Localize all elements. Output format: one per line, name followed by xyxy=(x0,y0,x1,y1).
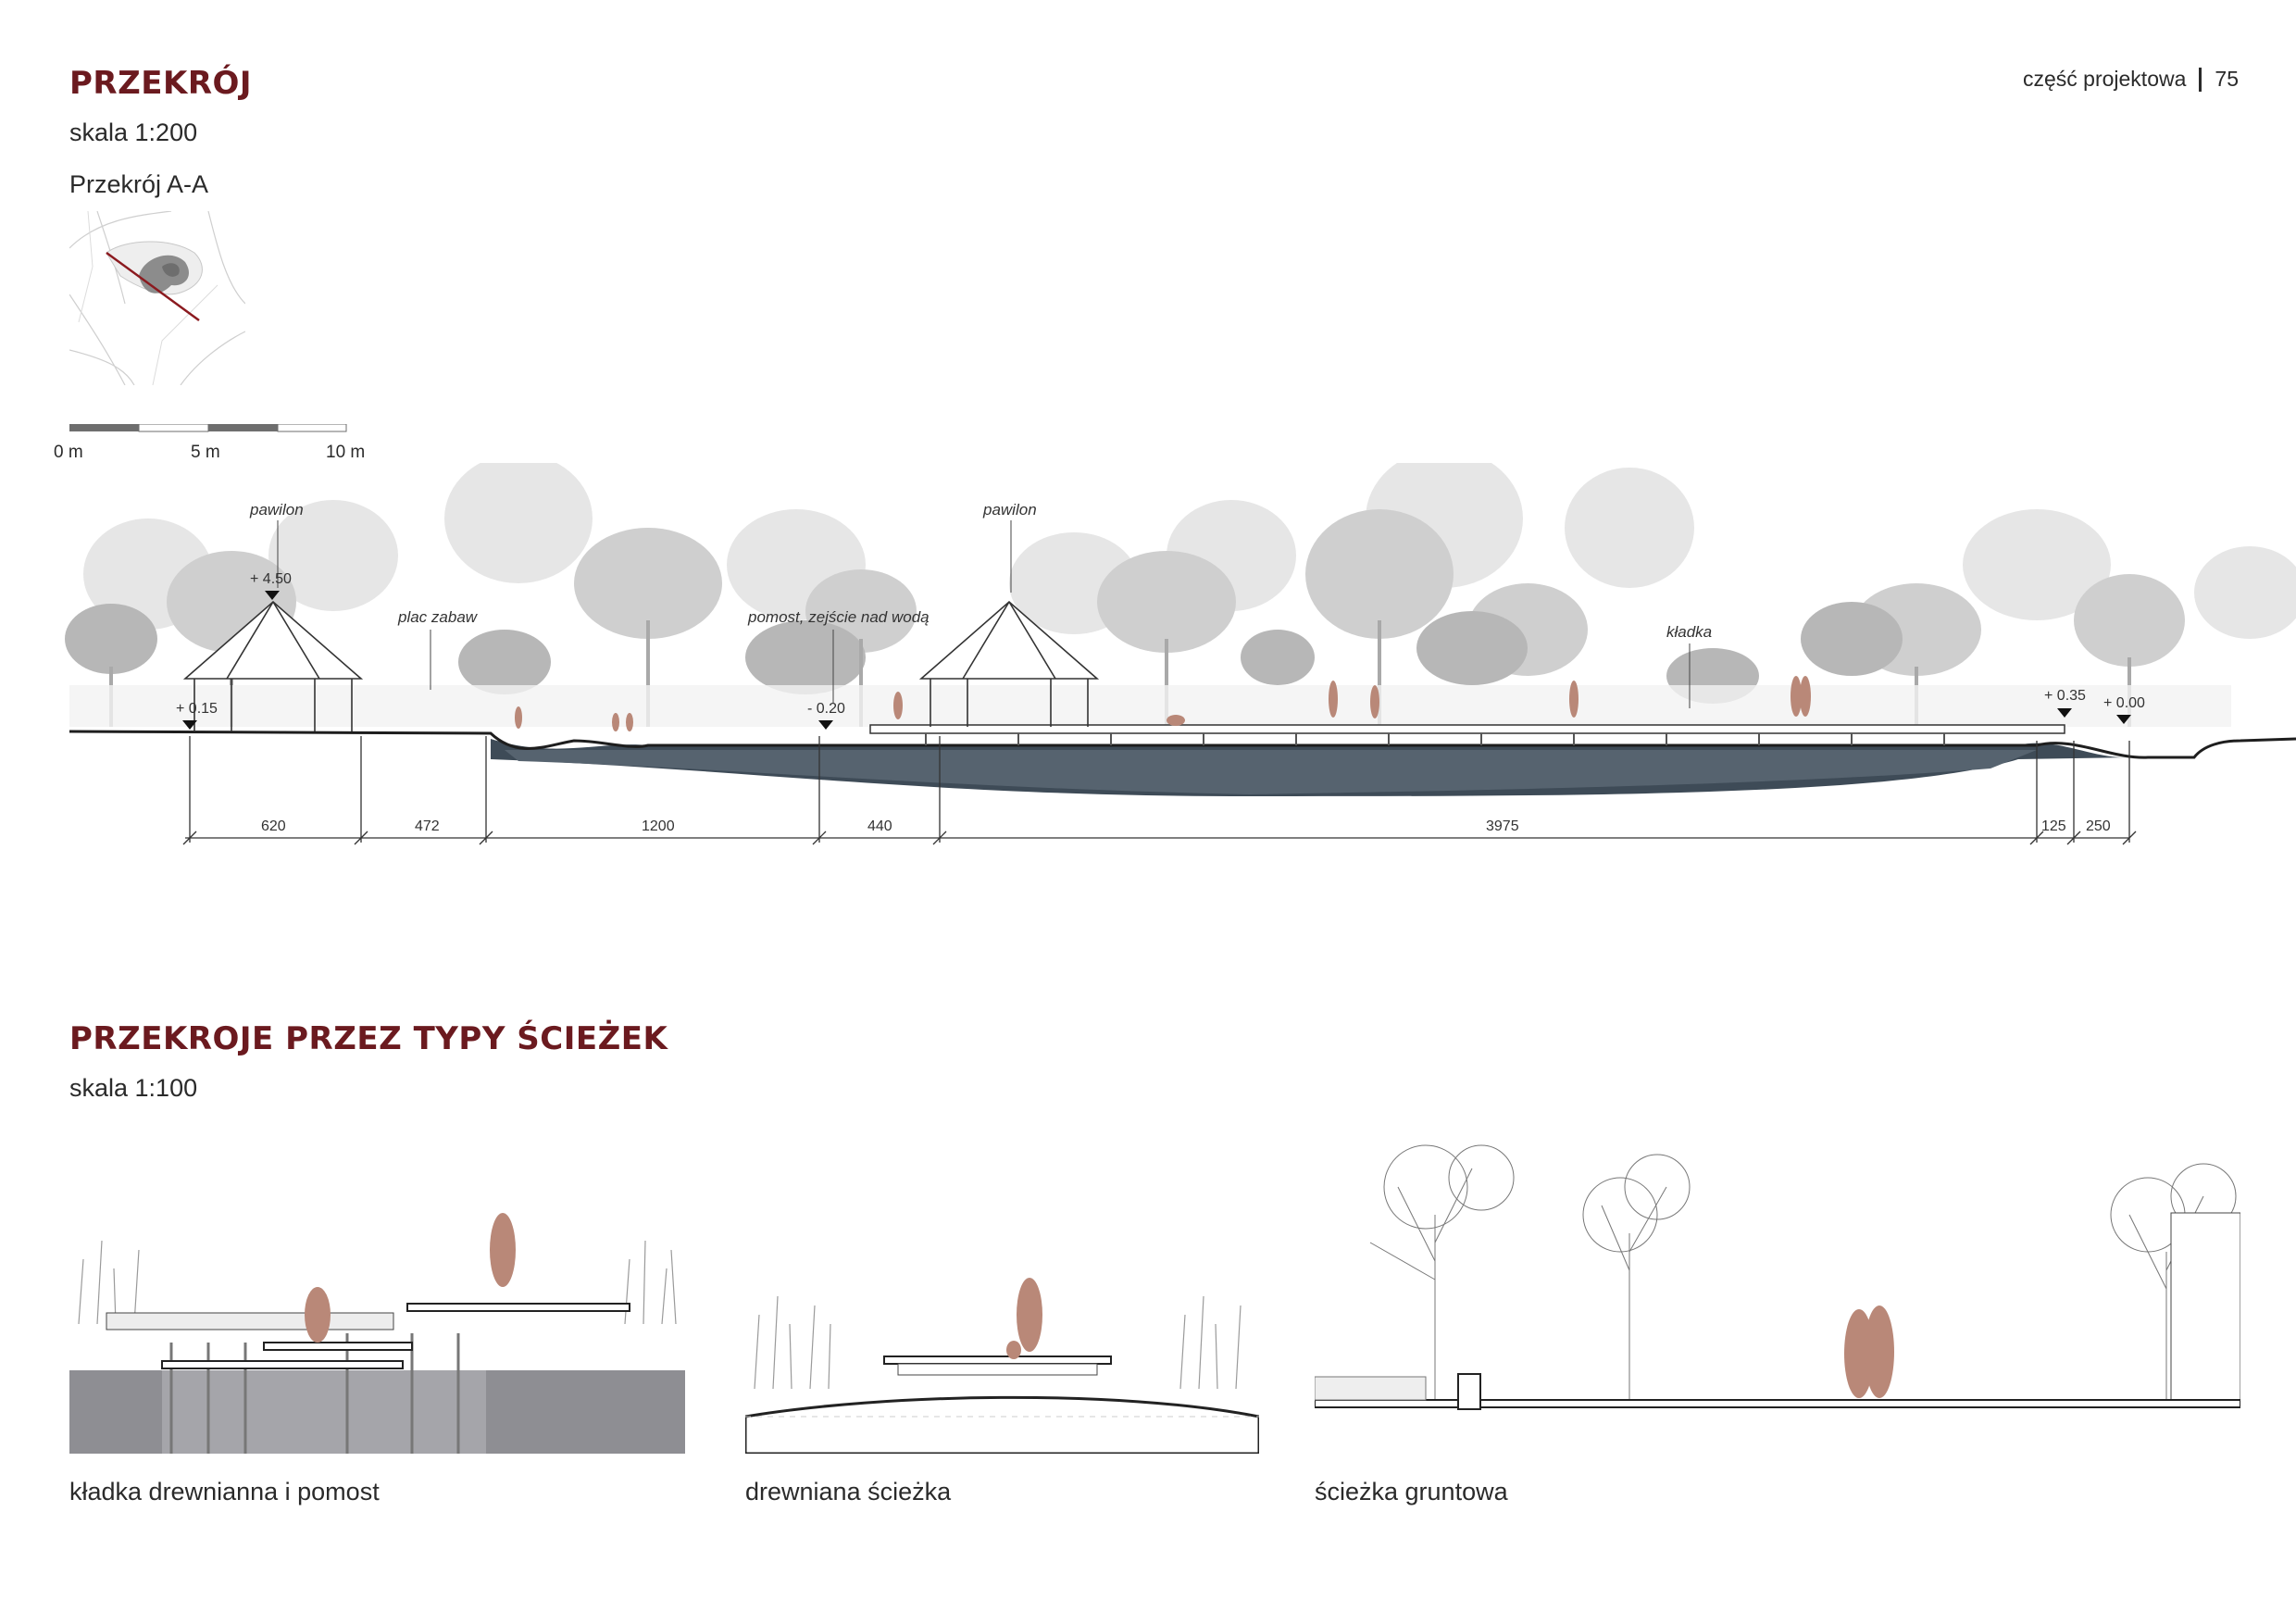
path-caption-drewniana: drewniana ścieżka xyxy=(745,1478,952,1505)
scale-label-5: 5 m xyxy=(191,443,220,462)
section-name: część projektowa xyxy=(2022,67,2187,91)
label-plac-zabaw: plac zabaw xyxy=(397,608,479,626)
section-scale: skala 1:200 xyxy=(69,119,198,146)
paths-section-title: PRZEKROJE PRZEZ TYPY ŚCIEŻEK xyxy=(69,1020,668,1057)
label-kladka: kładka xyxy=(1666,623,1712,641)
label-pawilon-1: pawilon xyxy=(249,501,304,518)
dim-3975: 3975 xyxy=(1486,818,1519,834)
path-caption-kladka: kładka drewnianna i pomost xyxy=(69,1478,380,1505)
level-015: + 0.15 xyxy=(176,701,218,717)
dim-1200: 1200 xyxy=(642,818,675,834)
path-drawing-drewniana xyxy=(745,1278,1259,1454)
bridge-deck xyxy=(869,724,2065,734)
scale-bar xyxy=(69,424,347,432)
paths-section-scale: skala 1:100 xyxy=(69,1074,198,1102)
section-a-a-drawing: pawilon plac zabaw pomost, zejście nad w… xyxy=(65,463,2296,845)
level-450: + 4.50 xyxy=(250,571,292,587)
key-map xyxy=(69,211,245,385)
bridge-piers xyxy=(925,733,1945,745)
dimension-line xyxy=(182,736,2137,845)
dim-125: 125 xyxy=(2041,818,2066,834)
dim-440: 440 xyxy=(867,818,892,834)
path-drawing-gruntowa xyxy=(1315,1144,2240,1455)
dim-472: 472 xyxy=(415,818,440,834)
scale-label-0: 0 m xyxy=(54,443,83,462)
pavilion-right xyxy=(918,600,1100,727)
label-pomost: pomost, zejście nad wodą xyxy=(747,608,930,626)
page-header: część projektowa 75 xyxy=(2023,67,2239,92)
ground-line xyxy=(69,730,2296,759)
level-020: - 0.20 xyxy=(807,701,845,717)
path-drawing-kladka xyxy=(69,1213,685,1454)
section-subtitle: Przekrój A-A xyxy=(69,170,209,198)
dim-250: 250 xyxy=(2086,818,2111,834)
background-trees xyxy=(83,463,2296,639)
level-000: + 0.00 xyxy=(2103,695,2145,711)
label-pawilon-2: pawilon xyxy=(982,501,1037,518)
header-divider xyxy=(2199,67,2202,92)
scale-label-10: 10 m xyxy=(326,443,366,462)
section-title: PRZEKRÓJ xyxy=(69,65,253,102)
path-caption-gruntowa: ścieżka gruntowa xyxy=(1315,1478,1508,1505)
dim-620: 620 xyxy=(261,818,286,834)
people-figures xyxy=(515,676,1811,731)
level-035: + 0.35 xyxy=(2044,688,2086,704)
page-number: 75 xyxy=(2215,67,2239,91)
